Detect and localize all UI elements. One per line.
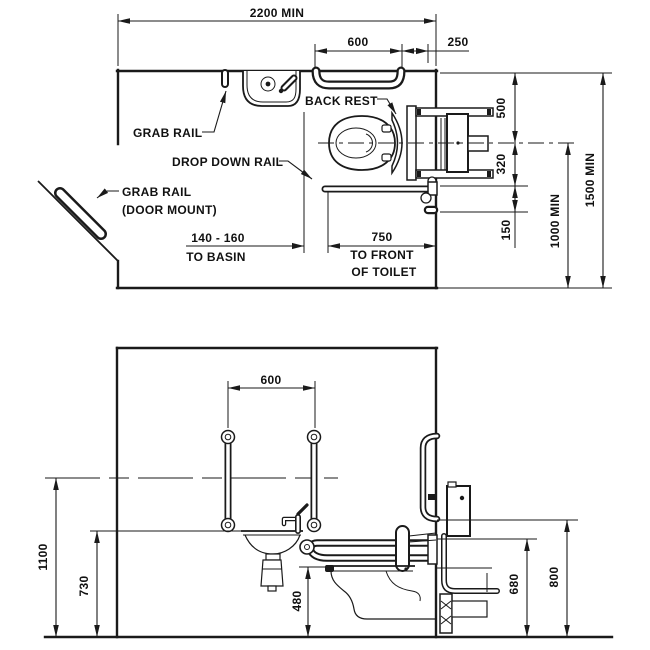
elevation-view: 600 1100 730 480 680 800	[36, 346, 614, 639]
elevation-wall-rail	[419, 432, 441, 523]
elevation-cistern	[446, 485, 471, 537]
dim-toilet-projection-note1: TO FRONT	[350, 248, 414, 262]
dim-seat-height: 480	[290, 591, 304, 612]
label-drop-down-rail: DROP DOWN RAIL	[172, 155, 283, 169]
plan-door	[37, 180, 119, 262]
elevation-walls	[43, 346, 614, 639]
dim-drop-rail-height: 680	[507, 574, 521, 595]
plan-back-rest	[391, 110, 403, 176]
dim-basin-gap-note: TO BASIN	[186, 250, 246, 264]
plan-back-wall-grab-rail	[311, 66, 406, 90]
elevation-toilet	[325, 565, 435, 620]
dim-toilet-projection: 750	[372, 230, 393, 244]
label-grab-rail: GRAB RAIL	[133, 126, 202, 140]
dim-toilet-projection-note2: OF TOILET	[351, 265, 417, 279]
label-door-rail-line2: (DOOR MOUNT)	[122, 203, 217, 217]
elevation-grab-rail-left	[220, 429, 236, 533]
elevation-drop-down-rail	[299, 534, 438, 565]
plan-drop-down-rail	[321, 176, 438, 204]
dim-rail-height: 1100	[36, 543, 50, 570]
dim-rail-to-corner: 250	[448, 35, 469, 49]
label-back-rest: BACK REST	[305, 94, 378, 108]
plan-view: 2200 MIN 600 250 500 320 150 1000 MIN	[37, 6, 612, 290]
dim-basin-height: 730	[77, 576, 91, 597]
elevation-grab-rail-right	[306, 429, 322, 533]
bottle-trap-icon	[260, 559, 284, 587]
basin-plughole-icon	[260, 76, 276, 92]
label-door-rail-line1: GRAB RAIL	[122, 185, 191, 199]
dim-wall-to-centerline: 500	[494, 98, 508, 119]
door-grab-rail	[54, 187, 107, 240]
dim-depth-min: 1500 MIN	[583, 153, 597, 207]
dim-rail-spacing: 600	[261, 373, 282, 387]
dim-room-width: 2200 MIN	[250, 6, 304, 20]
dim-rail-length: 600	[348, 35, 369, 49]
elevation-dimensions: 600 1100 730 480 680 800	[36, 373, 578, 637]
dim-flush-height: 800	[547, 567, 561, 588]
elevation-cistern-frame	[437, 481, 500, 634]
elevation-tap-icon	[281, 503, 309, 534]
dim-basin-gap: 140 - 160	[191, 231, 244, 245]
plan-dimensions: 2200 MIN 600 250 500 320 150 1000 MIN	[117, 6, 612, 289]
dim-centerline-to-rail: 320	[494, 154, 508, 175]
plan-basin	[242, 71, 301, 107]
basin-tap-icon	[278, 74, 298, 94]
elevation-basin	[241, 503, 309, 592]
dim-centerline-min: 1000 MIN	[548, 194, 562, 248]
dim-rail-to-inlet: 150	[499, 220, 513, 241]
plan-labels: GRAB RAIL BACK REST DROP DOWN RAIL GRAB …	[96, 90, 397, 217]
